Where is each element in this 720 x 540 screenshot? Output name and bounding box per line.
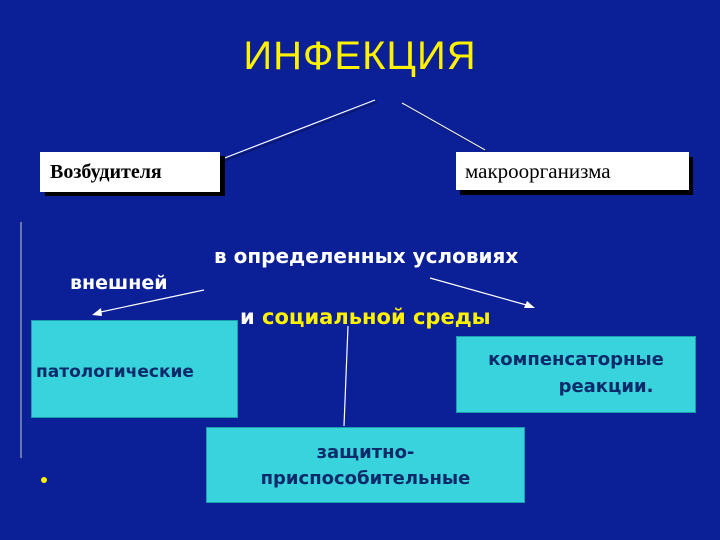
pathogen-box: Возбудителя [40, 152, 220, 192]
compensatory-box: компенсаторные реакции. [456, 336, 696, 413]
pathogen-label: Возбудителя [50, 161, 162, 183]
macroorganism-label: макроорганизма [465, 159, 611, 183]
social-label: социальной среды [262, 305, 491, 329]
protective-line1: защитно- [316, 442, 415, 463]
line-title-to-macroorganism [401, 102, 486, 151]
pathological-box: патологические [31, 320, 238, 418]
protective-line2: приспособительные [260, 468, 471, 489]
compensatory-line1: компенсаторные [488, 349, 664, 370]
pathological-label: патологические [36, 362, 194, 382]
bullet-dot [41, 477, 47, 483]
slide-title: ИНФЕКЦИЯ [243, 34, 477, 78]
conditions-label: в определенных условиях [214, 244, 519, 268]
line-to-protective [343, 325, 349, 427]
social-prefix: и [240, 305, 255, 329]
arrow-to-pathological [95, 289, 205, 314]
social-line: и социальной среды [240, 305, 491, 329]
macroorganism-box: макроорганизма [456, 152, 689, 190]
protective-box: защитно- приспособительные [206, 427, 525, 503]
compensatory-line2: реакции. [558, 376, 654, 397]
external-label: внешней [70, 272, 168, 294]
line-title-to-pathogen [221, 99, 376, 160]
arrow-to-compensatory [429, 277, 531, 307]
